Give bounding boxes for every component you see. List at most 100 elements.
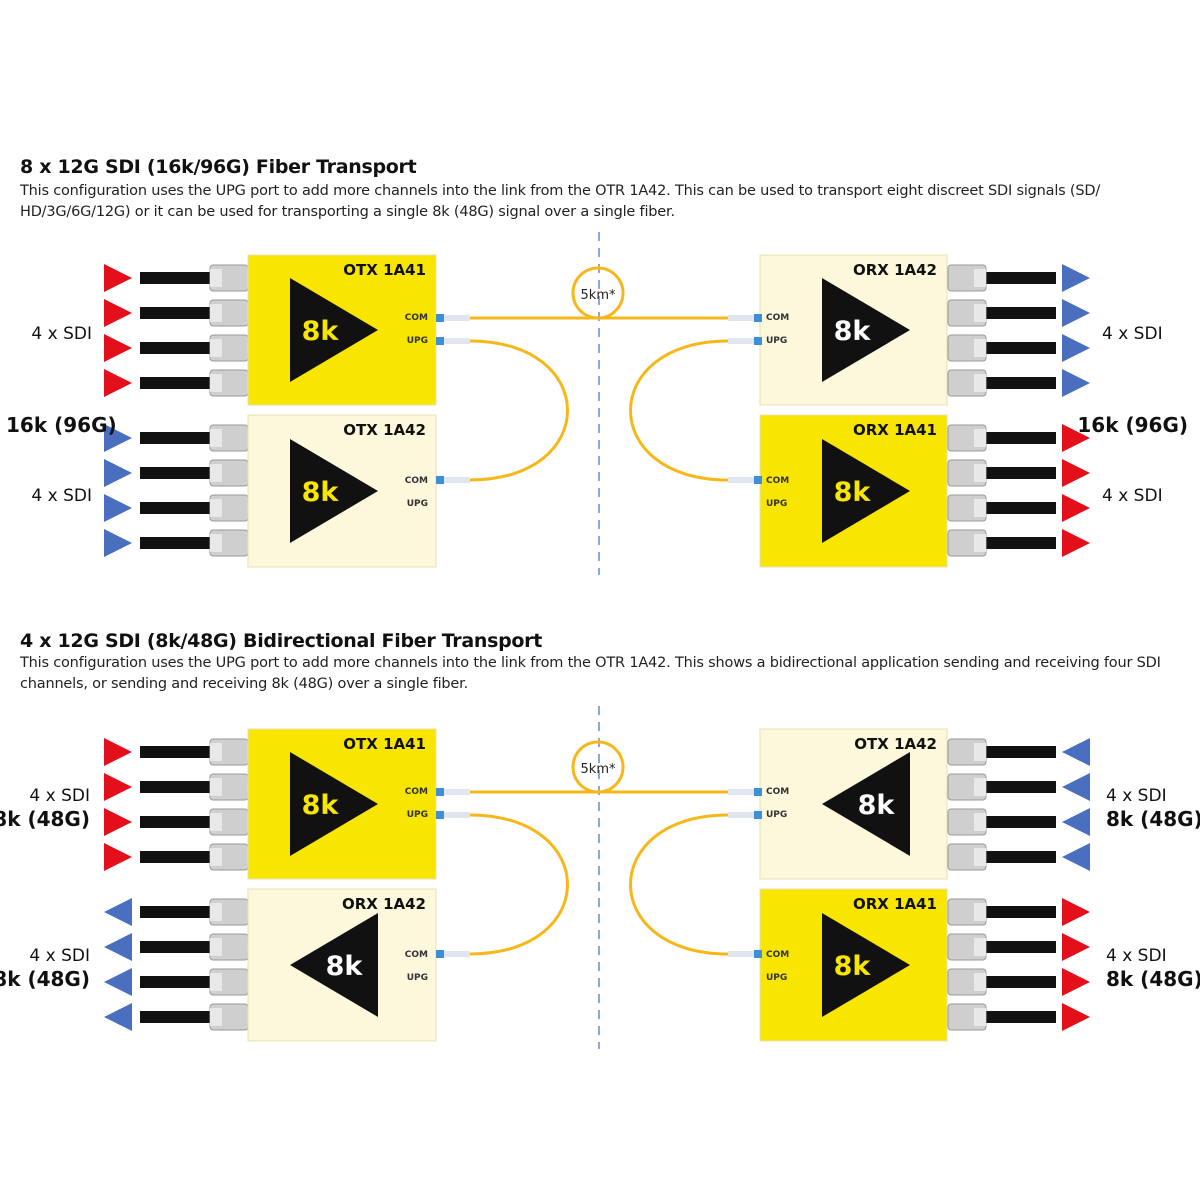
- bnc-connector-sleeve: [974, 464, 986, 482]
- bnc-connector-sleeve: [974, 374, 986, 392]
- bnc-connector-sleeve: [974, 1008, 986, 1026]
- bnc-connector-sleeve: [210, 304, 222, 322]
- side-label: 4 x SDI: [1106, 946, 1167, 966]
- fiber-plug: [436, 338, 470, 344]
- signal-arrow-red-icon: [104, 334, 132, 362]
- port-label-com: COM: [766, 313, 789, 323]
- bnc-connector-sleeve: [210, 464, 222, 482]
- signal-arrow-blue-icon: [1062, 264, 1090, 292]
- fiber-plug-ferrule: [436, 950, 444, 958]
- port-label-upg: UPG: [766, 973, 787, 983]
- device-resolution: 8k: [326, 951, 364, 982]
- signal-arrow-blue-icon: [1062, 369, 1090, 397]
- port-label-upg: UPG: [407, 973, 428, 983]
- signal-arrow-blue-icon: [1062, 334, 1090, 362]
- port-label-com: COM: [405, 476, 428, 486]
- sdi-cable: [140, 537, 210, 549]
- sdi-cable: [986, 941, 1056, 953]
- fiber-plug-ferrule: [436, 476, 444, 484]
- sdi-cable: [986, 307, 1056, 319]
- port-label-upg: UPG: [407, 810, 428, 820]
- bnc-connector-sleeve: [974, 903, 986, 921]
- bnc-connector-sleeve: [210, 813, 222, 831]
- signal-arrow-red-icon: [104, 773, 132, 801]
- signal-arrow-red-icon: [104, 738, 132, 766]
- bnc-connector-sleeve: [210, 938, 222, 956]
- signal-arrow-red-icon: [104, 299, 132, 327]
- bnc-connector-sleeve: [210, 374, 222, 392]
- side-label: 8k (48G): [1106, 967, 1200, 991]
- bnc-connector-sleeve: [210, 499, 222, 517]
- signal-arrow-blue-icon: [104, 529, 132, 557]
- side-label: 4 x SDI: [1102, 486, 1163, 506]
- signal-arrow-blue-icon: [104, 933, 132, 961]
- signal-arrow-blue-icon: [1062, 808, 1090, 836]
- port-label-com: COM: [766, 476, 789, 486]
- section-1-description: This configuration uses the UPG port to …: [20, 183, 1101, 220]
- signal-arrow-blue-icon: [1062, 299, 1090, 327]
- device-label: ORX 1A42: [342, 895, 426, 913]
- device-resolution: 8k: [834, 477, 872, 508]
- device-orx-1a42: ORX 1A42 8k COM UPG: [104, 888, 437, 1042]
- sdi-cable: [140, 941, 210, 953]
- sdi-cable: [986, 502, 1056, 514]
- bnc-connector-sleeve: [974, 848, 986, 866]
- device-label: ORX 1A42: [853, 261, 937, 279]
- fiber-upg-right: [629, 339, 729, 482]
- bnc-connector-sleeve: [974, 269, 986, 287]
- fiber-plug-ferrule: [436, 314, 444, 322]
- loop-distance-label: 5km*: [581, 762, 616, 777]
- sdi-cable: [986, 976, 1056, 988]
- fiber-plug-ferrule: [436, 811, 444, 819]
- fiber-upg-right: [629, 813, 729, 956]
- side-label: 4 x SDI: [29, 786, 90, 806]
- port-label-com: COM: [405, 950, 428, 960]
- port-label-upg: UPG: [766, 810, 787, 820]
- section-2-title: 4 x 12G SDI (8k/48G) Bidirectional Fiber…: [20, 630, 543, 652]
- sdi-cable: [140, 467, 210, 479]
- side-label: 4 x SDI: [31, 324, 92, 344]
- sdi-cable: [986, 816, 1056, 828]
- fiber-plug-ferrule: [754, 476, 762, 484]
- fiber-plug: [436, 951, 470, 957]
- signal-arrow-blue-icon: [104, 459, 132, 487]
- port-label-upg: UPG: [766, 336, 787, 346]
- signal-arrow-red-icon: [1062, 529, 1090, 557]
- bnc-connector-sleeve: [210, 269, 222, 287]
- side-label: 8k (48G): [1106, 807, 1200, 831]
- sdi-cable: [140, 746, 210, 758]
- side-label: 4 x SDI: [1102, 324, 1163, 344]
- side-label: 4 x SDI: [31, 486, 92, 506]
- bnc-connector-sleeve: [974, 429, 986, 447]
- signal-arrow-blue-icon: [104, 1003, 132, 1031]
- sdi-cable: [986, 906, 1056, 918]
- sdi-cable: [140, 851, 210, 863]
- bnc-connector-sleeve: [210, 339, 222, 357]
- signal-arrow-red-icon: [1062, 459, 1090, 487]
- triangle-icon: [822, 278, 910, 382]
- fiber-plug-ferrule: [754, 950, 762, 958]
- side-label: 16k (96G): [6, 413, 117, 437]
- side-label: 16k (96G): [1077, 413, 1188, 437]
- device-resolution: 8k: [302, 790, 340, 821]
- fiber-loop: [571, 266, 625, 320]
- sdi-cable: [140, 377, 210, 389]
- side-label: 8k (48G): [0, 967, 90, 991]
- fiber-plug-ferrule: [436, 337, 444, 345]
- fiber-upg-left: [469, 813, 569, 956]
- sdi-cable: [986, 467, 1056, 479]
- bnc-connector-sleeve: [210, 743, 222, 761]
- fiber-plug: [728, 789, 762, 795]
- signal-arrow-blue-icon: [1062, 738, 1090, 766]
- bnc-connector-sleeve: [974, 938, 986, 956]
- port-label-com: COM: [405, 787, 428, 797]
- fiber-loop: [571, 740, 625, 794]
- bnc-connector-sleeve: [210, 1008, 222, 1026]
- port-label-upg: UPG: [407, 499, 428, 509]
- port-label-upg: UPG: [766, 499, 787, 509]
